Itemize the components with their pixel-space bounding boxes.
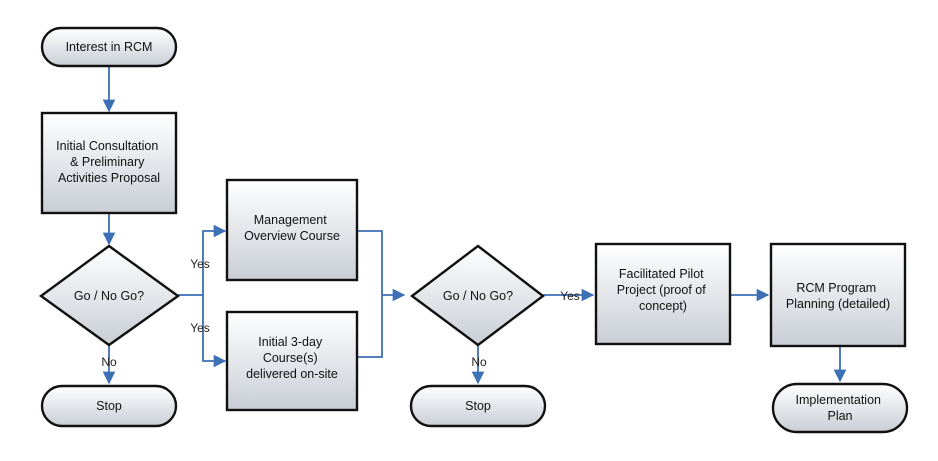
node-interest-label: Interest in RCM	[66, 40, 153, 54]
node-planning-line: Planning (detailed)	[786, 297, 890, 311]
node-pilot-shape	[594, 242, 732, 346]
edge-label-yes-pilot: Yes	[560, 289, 580, 303]
connector-management-to-decision2	[357, 230, 383, 295]
node-management-shape	[225, 178, 359, 282]
node-pilot-line: Facilitated Pilot	[619, 267, 704, 281]
node-stop1-line: Stop	[96, 399, 122, 413]
node-implementation-label: Implementation Plan	[796, 393, 885, 423]
node-stop1-shape	[40, 384, 178, 428]
node-planning-line: RCM Program	[796, 281, 876, 295]
edge-labels: Yes Yes No No Yes	[101, 257, 579, 369]
node-stop1-label: Stop	[96, 399, 122, 413]
node-labels: Interest in RCM Initial Consultation & P…	[56, 40, 890, 423]
node-implementation-shape	[771, 382, 909, 434]
edge-label-no-2: No	[471, 355, 487, 369]
node-consultation-line: Initial Consultation	[56, 139, 158, 153]
node-consultation-shape	[40, 111, 178, 215]
node-interest-shape	[40, 26, 178, 68]
node-decision1-line: Go / No Go?	[74, 289, 144, 303]
edge-label-yes-lower: Yes	[190, 321, 210, 335]
node-initial3day-line: Course(s)	[263, 351, 318, 365]
node-initial3day-shape	[225, 310, 359, 412]
node-stop2-line: Stop	[465, 399, 491, 413]
node-management-line: Management	[254, 213, 327, 227]
edge-label-no-1: No	[101, 355, 117, 369]
edge-label-yes-upper: Yes	[190, 257, 210, 271]
node-consultation-label: Initial Consultation & Preliminary Activ…	[56, 139, 162, 185]
node-pilot-label: Facilitated Pilot Project (proof of conc…	[617, 267, 709, 313]
node-pilot-line: concept)	[639, 299, 687, 313]
node-implementation-line: Implementation	[796, 393, 882, 407]
node-consultation-line: & Preliminary	[70, 155, 145, 169]
node-stop2-label: Stop	[465, 399, 491, 413]
connector-decision1-to-management	[178, 224, 227, 296]
node-decision2-label: Go / No Go?	[443, 289, 513, 303]
node-decision1-label: Go / No Go?	[74, 289, 144, 303]
node-consultation-line: Activities Proposal	[58, 171, 160, 185]
node-decision2-line: Go / No Go?	[443, 289, 513, 303]
node-management-line: Overview Course	[244, 229, 340, 243]
flowchart-nodes	[38, 26, 909, 434]
node-management-label: Management Overview Course	[244, 213, 340, 243]
connector-decision1-to-initial3day	[202, 295, 227, 368]
connectors	[102, 66, 847, 385]
node-initial3day-line: Initial 3-day	[258, 335, 323, 349]
node-planning-label: RCM Program Planning (detailed)	[786, 281, 890, 311]
node-decision1-shape	[38, 244, 181, 347]
node-initial3day-label: Initial 3-day Course(s) delivered on-sit…	[246, 335, 338, 381]
node-stop2-shape	[409, 384, 547, 428]
node-decision2-shape	[409, 244, 545, 347]
node-interest-line: Interest in RCM	[66, 40, 153, 54]
connector-initial3day-to-decision2	[357, 295, 383, 358]
node-pilot-line: Project (proof of	[617, 283, 706, 297]
node-initial3day-line: delivered on-site	[246, 367, 338, 381]
node-implementation-line: Plan	[827, 409, 852, 423]
node-planning-shape	[769, 242, 907, 348]
